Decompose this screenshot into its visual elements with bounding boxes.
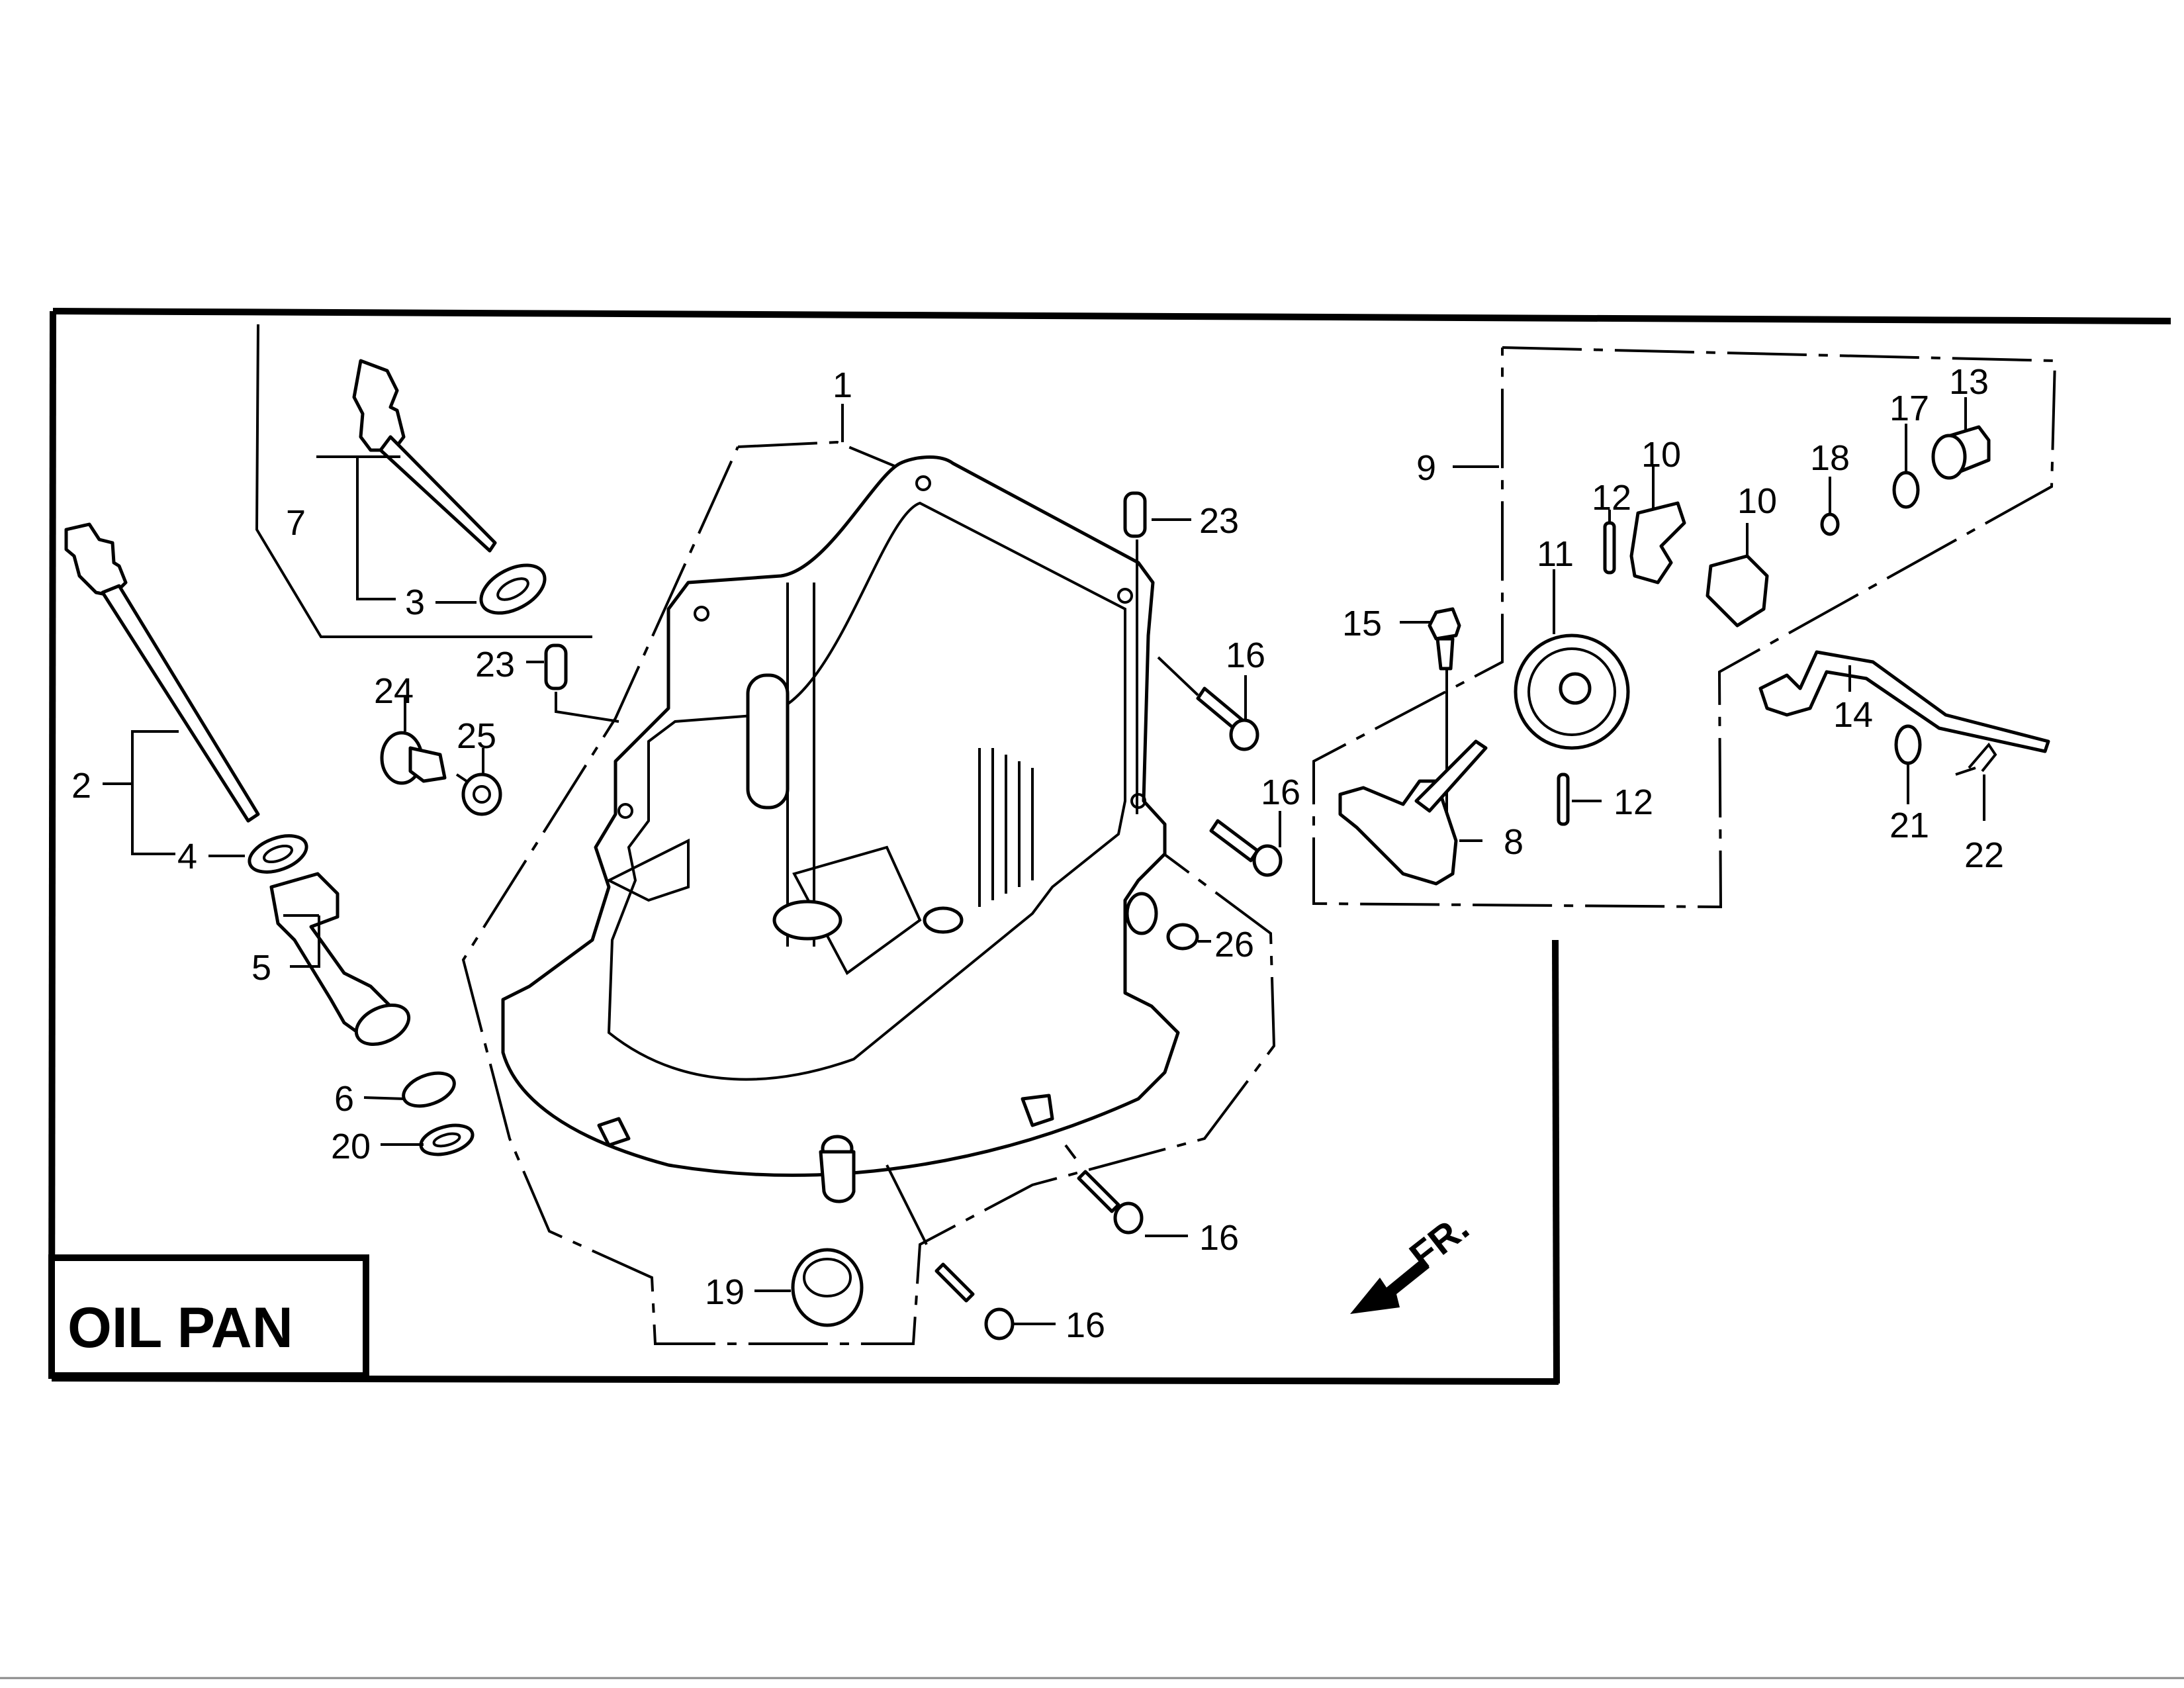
- seal-26-icon: [1166, 923, 1199, 951]
- callout-21: 21: [1889, 806, 1929, 845]
- governor-group: [1312, 346, 2057, 909]
- callout-3: 3: [405, 583, 425, 622]
- governor-weight-10a-icon: [1629, 501, 1686, 585]
- oil-pan-group: [461, 404, 1276, 1345]
- washer-21-icon: [1894, 724, 1922, 765]
- callout-6: 6: [334, 1079, 354, 1119]
- title-box: OIL PAN: [48, 1254, 369, 1379]
- callout-16d: 16: [1066, 1305, 1105, 1345]
- callout-1: 1: [833, 365, 852, 405]
- callout-7: 7: [286, 503, 306, 543]
- filler-cap-stick-icon: [379, 435, 497, 553]
- o-ring-4-icon: [248, 834, 308, 874]
- callout-8: 8: [1504, 822, 1524, 862]
- oil-seal-19-icon: [791, 1248, 864, 1327]
- oil-seal-19-group: [754, 1248, 864, 1327]
- bolt-16-d-icon: [934, 1262, 975, 1303]
- oil-seal-small-icon: [1125, 892, 1158, 935]
- callout-2: 2: [71, 766, 91, 806]
- o-ring-3-icon: [479, 563, 547, 615]
- callout-13: 13: [1949, 362, 1989, 402]
- pin-12-lower-icon: [1557, 773, 1570, 826]
- dipstick-group: [64, 522, 308, 874]
- oil-pan-body-icon: [501, 455, 1180, 1177]
- clip-22-icon: [1955, 742, 1997, 776]
- callout-23a: 23: [475, 645, 515, 684]
- callout-9: 9: [1416, 448, 1436, 488]
- drain-bolt-group: [380, 643, 619, 816]
- bolt-16-c-icon: [1077, 1170, 1120, 1213]
- governor-weight-10b-icon: [1706, 554, 1769, 628]
- callout-16b: 16: [1261, 773, 1300, 812]
- callout-24: 24: [374, 671, 414, 711]
- callout-15: 15: [1342, 604, 1382, 643]
- bolt-16-b-icon: [1209, 819, 1259, 863]
- callout-23b: 23: [1199, 501, 1239, 541]
- front-arrow-icon: [1350, 1258, 1430, 1314]
- washer-17-icon: [1892, 471, 1920, 509]
- callout-10a: 10: [1641, 435, 1681, 475]
- front-direction-indicator: FR.: [1350, 1205, 1477, 1314]
- governor-arm-shaft-14-icon: [1758, 650, 2050, 753]
- dowel-23-left-icon: [544, 643, 568, 690]
- washer-20-icon: [419, 1123, 475, 1156]
- washer-25-icon: [461, 773, 502, 816]
- dowel-23-right-icon: [1123, 491, 1147, 538]
- clip-18-icon: [1820, 512, 1840, 536]
- callout-18: 18: [1810, 438, 1850, 478]
- callout-labels: 1 2 3 4 5 6 7 8 9 10 10 11 12 12 13 14 1…: [71, 362, 2004, 1345]
- callout-12a: 12: [1592, 478, 1631, 518]
- callout-5: 5: [251, 948, 271, 988]
- diagram-title: OIL PAN: [68, 1296, 293, 1360]
- dipstick-head-icon: [64, 522, 128, 598]
- callout-25: 25: [457, 716, 496, 756]
- filler-pipe-group: [269, 872, 475, 1156]
- oil-filler-cap-group: [255, 324, 592, 638]
- dipstick-rod-icon: [101, 584, 260, 823]
- callout-17: 17: [1889, 389, 1929, 428]
- callout-22: 22: [1964, 835, 2004, 875]
- callout-16c: 16: [1199, 1218, 1239, 1258]
- pin-12-upper-icon: [1603, 521, 1616, 575]
- callout-14: 14: [1833, 695, 1873, 735]
- filler-cap-head-icon: [352, 359, 406, 452]
- bolt-15-icon: [1428, 607, 1461, 641]
- callout-11: 11: [1537, 534, 1574, 574]
- callout-10b: 10: [1737, 481, 1777, 521]
- group-bracket-7: [255, 324, 592, 638]
- nut-6-icon: [402, 1071, 456, 1108]
- governor-shaft-group: [1758, 650, 2050, 821]
- governor-phantom-outline: [1312, 346, 2057, 909]
- callout-19: 19: [705, 1272, 745, 1312]
- callout-16a: 16: [1226, 635, 1265, 675]
- right-fasteners-group: [886, 491, 1283, 1340]
- callout-4: 4: [177, 837, 197, 876]
- callout-20: 20: [331, 1127, 371, 1166]
- callout-12b: 12: [1614, 782, 1653, 822]
- callout-26: 26: [1214, 925, 1254, 964]
